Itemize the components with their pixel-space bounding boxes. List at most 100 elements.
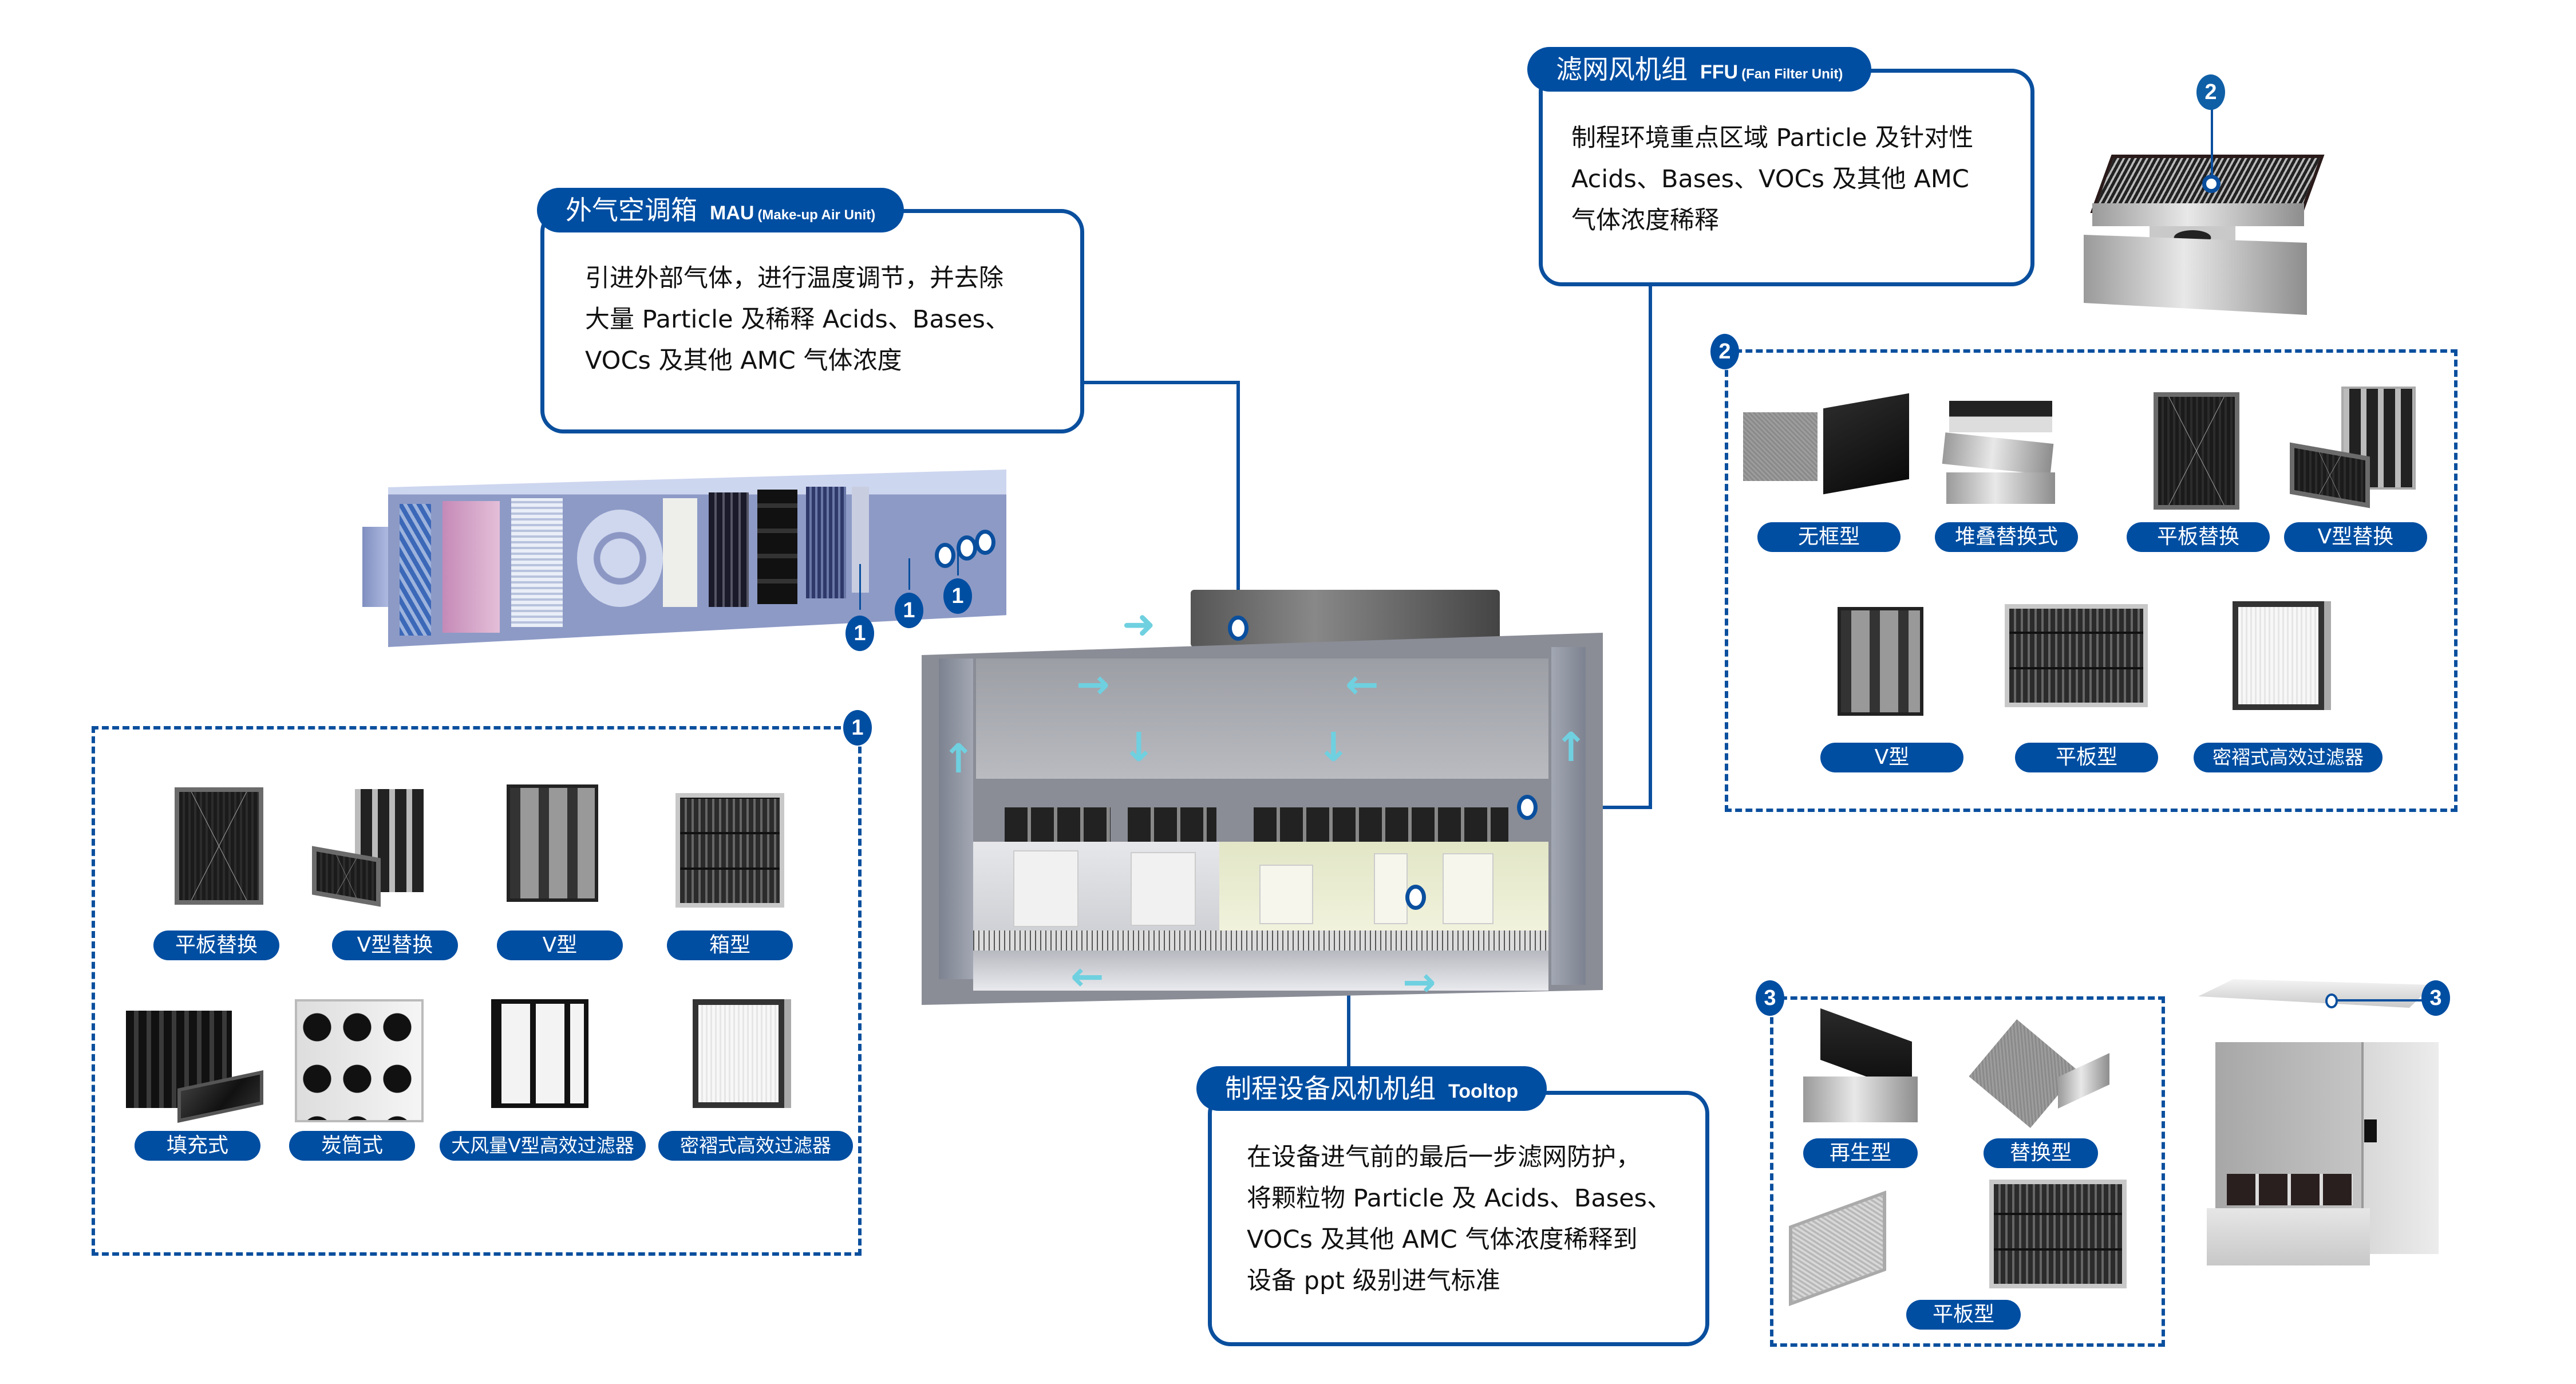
v-bank-filter-icon <box>507 784 598 902</box>
filter-1-item-2[interactable]: V型替换 <box>332 930 458 960</box>
tool-screen <box>2364 1119 2377 1142</box>
ffu-housing <box>2084 235 2307 315</box>
process-tool-illustration <box>2192 973 2456 1271</box>
mau-hotspot-3[interactable] <box>975 530 995 555</box>
process-tool-3 <box>1259 865 1313 924</box>
tooltop-hotspot[interactable] <box>1405 885 1426 910</box>
filter-group-2-badge[interactable]: 2 <box>1710 334 1739 369</box>
filter-group-1-badge[interactable]: 1 <box>843 710 872 746</box>
filter-2-item-1[interactable]: 无框型 <box>1757 522 1901 552</box>
airflow-arrow-plenum-left: ← <box>1345 661 1379 708</box>
mau-callout-body: 引进外部气体，进行温度调节，并去除 大量 Particle 及稀释 Acids、… <box>585 264 1010 375</box>
mau-title-cn: 外气空调箱 <box>566 195 697 226</box>
ffu-connector-v <box>1649 285 1652 809</box>
high-flow-v-hepa-filter-icon <box>491 999 588 1108</box>
tool-badge-leader <box>2333 999 2430 1001</box>
airflow-arrow-subfab-right: → <box>1402 959 1436 1006</box>
sub-fab <box>973 951 1548 991</box>
mau-connector-v <box>1236 381 1240 627</box>
ffu-title-en: FFU <box>1700 61 1739 83</box>
airflow-arrow-up-left: ↑ <box>942 735 975 782</box>
airflow-arrow-down-1: ↓ <box>1122 724 1156 771</box>
process-tool-4 <box>1374 853 1408 924</box>
filter-2-item-4[interactable]: V型替换 <box>2284 522 2427 552</box>
mau-chemical-filter-1 <box>709 492 749 607</box>
mau-hotspot-1[interactable] <box>935 543 955 568</box>
flat-panel-replaceable-filter-icon <box>175 787 263 905</box>
tool-image-hotspot[interactable] <box>2325 993 2338 1008</box>
stacked-top <box>1949 401 2052 432</box>
replaceable-filter-icon <box>1969 1019 2115 1128</box>
filter-group-2-box <box>1725 349 2458 812</box>
mau-badge-1[interactable]: 1 <box>846 616 874 651</box>
carbon-cylinder-filter-icon <box>295 999 424 1122</box>
ffu-hotspot[interactable] <box>1517 795 1538 820</box>
v-type-replaceable-filter-icon-2 <box>2290 387 2421 508</box>
mau-title-en-sub: (Make-up Air Unit) <box>757 207 876 223</box>
airflow-arrow-subfab-left: ← <box>1070 953 1104 1000</box>
filter-1-item-1[interactable]: 平板替换 <box>153 930 279 960</box>
regenerable-filter-icon <box>1797 1008 1923 1128</box>
filter-group-1-box <box>92 726 862 1256</box>
ffu-callout <box>1539 69 2034 286</box>
filter-2-item-2[interactable]: 堆叠替换式 <box>1935 522 2078 552</box>
box-type-filter-icon <box>675 793 784 908</box>
filter-1-item-8[interactable]: 密褶式高效过滤器 <box>658 1131 853 1161</box>
raised-floor <box>973 930 1548 951</box>
mini-pleat-hepa-filter-icon-2 <box>2233 601 2324 710</box>
packed-bed-filter-icon <box>126 1011 269 1125</box>
flat-panel-filter-icon <box>2005 604 2148 707</box>
mau-chemical-filter-3 <box>806 487 846 598</box>
process-tool-1 <box>1013 850 1078 927</box>
filter-1-item-7[interactable]: 大风量V型高效过滤器 <box>440 1131 646 1161</box>
filter-2-item-7[interactable]: 密褶式高效过滤器 <box>2194 743 2383 772</box>
filter-group-3-badge[interactable]: 3 <box>1756 980 1784 1016</box>
filter-3-item-3[interactable]: 平板型 <box>1906 1300 2021 1330</box>
mau-connector-h <box>1084 381 1239 384</box>
airflow-arrow-intake: ➜ <box>1122 601 1156 648</box>
ffu-title-cn: 滤网风机组 <box>1556 54 1688 85</box>
return-air-plenum-right <box>1551 647 1586 985</box>
ffu-image-hotspot[interactable] <box>2202 175 2221 193</box>
ffu-unit-illustration <box>2084 74 2358 315</box>
mau-intake-hotspot[interactable] <box>1228 616 1249 641</box>
stacked-base <box>1946 472 2055 504</box>
tooltop-filter-plate <box>2198 979 2433 1008</box>
flat-panel-replaceable-filter-icon-2 <box>2154 392 2239 510</box>
stacked-replaceable-filter-icon <box>1942 401 2058 507</box>
ffu-image-badge[interactable]: 2 <box>2196 74 2225 110</box>
ffu-badge-leader <box>2211 108 2213 182</box>
airflow-arrow-down-2: ↓ <box>1317 724 1350 771</box>
tooltop-callout-body: 在设备进气前的最后一步滤网防护， 将颗粒物 Particle 及 Acids、B… <box>1247 1143 1672 1295</box>
filter-3-item-2[interactable]: 替换型 <box>1984 1138 2098 1168</box>
mau-badge-leader-1 <box>859 564 861 610</box>
filter-1-item-4[interactable]: 箱型 <box>667 930 793 960</box>
filter-2-item-6[interactable]: 平板型 <box>2015 743 2158 772</box>
airflow-arrow-plenum-right: → <box>1076 661 1110 708</box>
filter-1-item-3[interactable]: V型 <box>497 930 623 960</box>
frameless-gray-media <box>1743 412 1818 481</box>
filter-1-item-5[interactable]: 填充式 <box>135 1131 260 1161</box>
mau-fan <box>577 510 663 607</box>
replace-media <box>1969 1019 2079 1128</box>
filter-2-item-5[interactable]: V型 <box>1820 743 1963 772</box>
process-tool-5 <box>1443 853 1494 924</box>
tool-base <box>2207 1208 2370 1265</box>
filter-2-item-3[interactable]: 平板替换 <box>2127 522 2270 552</box>
upper-plenum <box>976 659 1548 779</box>
v-type-replaceable-filter-icon <box>312 789 435 907</box>
filter-3-item-1[interactable]: 再生型 <box>1803 1138 1918 1168</box>
tooltop-title-cn: 制程设备风机机组 <box>1225 1073 1436 1104</box>
ffu-ceiling-row-3 <box>1254 807 1508 842</box>
process-tool-2 <box>1131 852 1196 926</box>
filter-1-item-6[interactable]: 炭筒式 <box>289 1131 415 1161</box>
tool-image-badge[interactable]: 3 <box>2421 980 2450 1016</box>
mau-badge-3[interactable]: 1 <box>943 578 972 614</box>
mau-badge-2[interactable]: 1 <box>895 593 923 628</box>
mau-bag-filter <box>442 501 500 633</box>
frameless-black-media <box>1823 393 1909 495</box>
mau-hotspot-2[interactable] <box>957 535 977 561</box>
cleanroom-illustration: ➜ ↑ ↑ → ← ↓ ↓ ← → <box>922 578 1606 1008</box>
